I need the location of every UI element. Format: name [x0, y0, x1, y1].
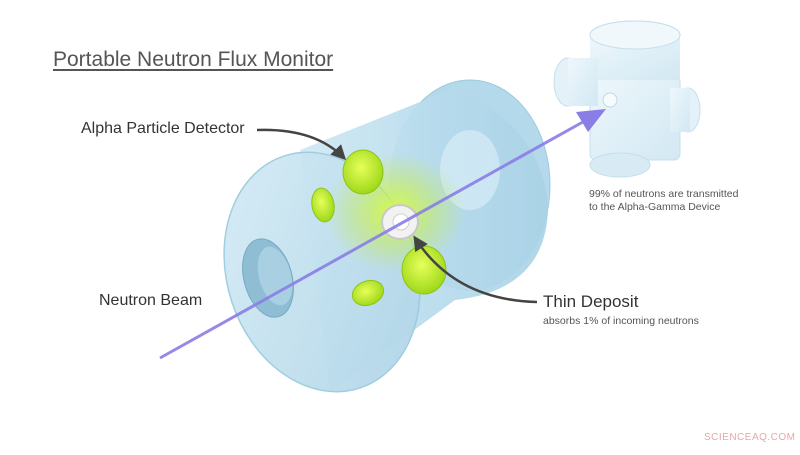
thin-deposit	[381, 204, 419, 240]
alpha-detector-bottom-right	[401, 245, 447, 295]
alpha-gamma-device	[553, 20, 701, 178]
watermark: SCIENCEAQ.COM	[704, 432, 796, 443]
thin-deposit-sublabel: absorbs 1% of incoming neutrons	[543, 315, 699, 327]
alpha-detectors	[311, 149, 447, 307]
transmission-note-line2: to the Alpha-Gamma Device	[589, 201, 721, 213]
alpha-detector-bottom	[351, 279, 385, 307]
neutron-beam-label: Neutron Beam	[99, 292, 203, 309]
alpha-detector-label: Alpha Particle Detector	[81, 120, 245, 137]
alpha-detector-callout-arrow	[256, 128, 347, 161]
alpha-detector-top	[342, 149, 384, 195]
thin-deposit-label: Thin Deposit	[543, 292, 639, 311]
transmission-note: 99% of neutrons are transmitted to the A…	[589, 188, 738, 214]
diagram-title: Portable Neutron Flux Monitor	[53, 48, 334, 71]
neutron-beam-arrow	[159, 109, 606, 360]
transmission-note-line1: 99% of neutrons are transmitted	[589, 188, 739, 200]
alpha-detector-left	[311, 187, 335, 223]
thin-deposit-callout-arrow	[413, 235, 538, 304]
